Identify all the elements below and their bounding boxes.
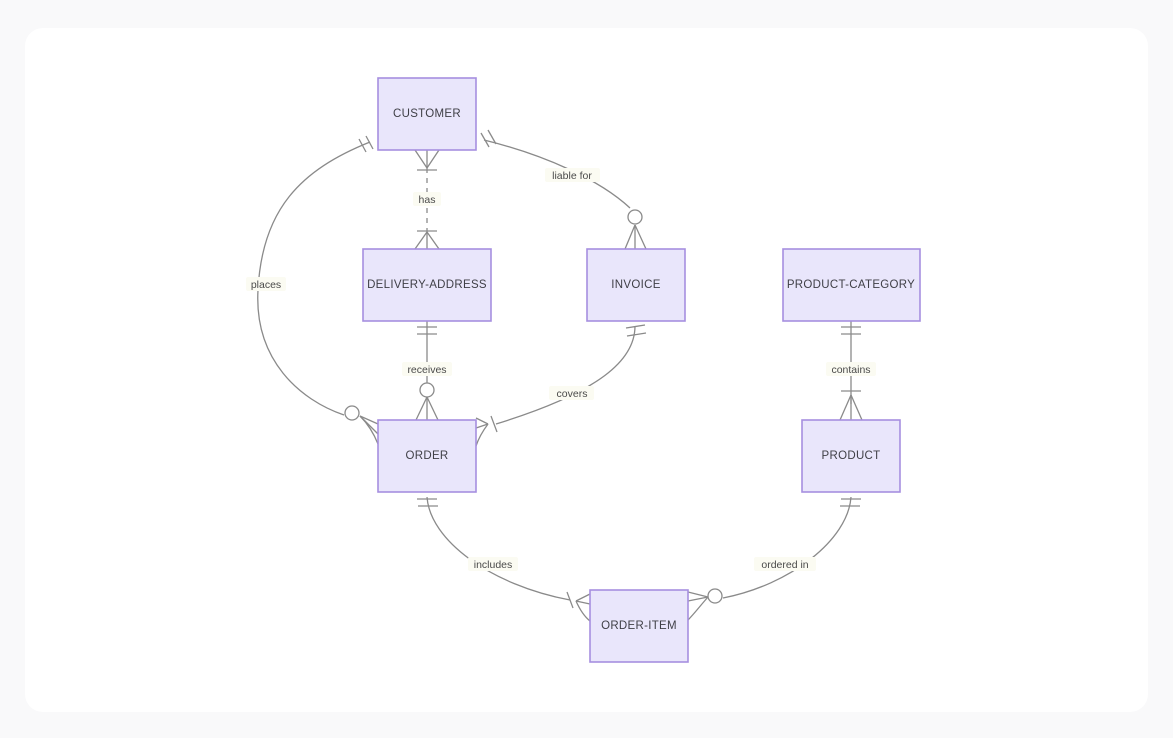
liable-for-marker-customer	[480, 129, 497, 148]
relationship-label-places: places	[251, 279, 281, 291]
entity-product-category[interactable]: PRODUCT-CATEGORY	[782, 248, 921, 322]
entity-invoice-box[interactable]	[586, 248, 686, 322]
covers-marker-invoice	[625, 324, 647, 337]
relationship-receives[interactable]	[415, 321, 439, 421]
relationship-label-includes: includes	[474, 559, 513, 571]
places-marker-customer	[358, 135, 374, 153]
entity-invoice-label: INVOICE	[611, 279, 660, 291]
includes-marker-order	[417, 498, 438, 507]
entity-delivery-address[interactable]: DELIVERY-ADDRESS	[362, 248, 492, 322]
entity-order-label: ORDER	[405, 450, 448, 462]
receives-marker-order	[415, 382, 439, 421]
contains-marker-product-category	[841, 326, 861, 335]
entity-delivery-address-box[interactable]	[362, 248, 492, 322]
has-marker-delivery-address	[414, 230, 440, 250]
covers-line	[495, 325, 636, 425]
entity-invoice[interactable]: INVOICE	[586, 248, 686, 322]
relationship-labels: places has liable for receives covers co…	[246, 168, 876, 571]
places-marker-order	[344, 405, 379, 445]
contains-marker-product	[839, 390, 863, 421]
diagram-card	[25, 28, 1148, 712]
relationship-contains[interactable]	[839, 321, 863, 421]
entity-order-box[interactable]	[377, 419, 477, 493]
entity-customer-label: CUSTOMER	[393, 108, 461, 120]
relationship-label-has: has	[419, 194, 436, 206]
entity-product-box[interactable]	[801, 419, 901, 493]
ordered-in-marker-product	[840, 498, 861, 507]
entity-product-category-box[interactable]	[782, 248, 921, 322]
relationship-covers[interactable]	[475, 324, 647, 447]
receives-marker-delivery-address	[417, 326, 437, 335]
entity-product-label: PRODUCT	[822, 450, 881, 462]
relationship-liable-for[interactable]	[480, 129, 647, 250]
relationship-label-ordered-in: ordered in	[761, 559, 808, 571]
relationship-label-contains: contains	[831, 364, 870, 376]
entity-order[interactable]: ORDER	[377, 419, 477, 493]
relationship-label-receives: receives	[407, 364, 446, 376]
ordered-in-line	[722, 496, 852, 599]
ordered-in-marker-order-item	[687, 588, 723, 621]
entity-customer-box[interactable]	[377, 77, 477, 151]
entity-order-item-box[interactable]	[589, 589, 689, 663]
entity-order-item[interactable]: ORDER-ITEM	[589, 589, 689, 663]
includes-marker-order-item	[566, 591, 591, 622]
entity-delivery-address-label: DELIVERY-ADDRESS	[367, 279, 487, 291]
entity-product[interactable]: PRODUCT	[801, 419, 901, 493]
relationship-label-covers: covers	[557, 388, 588, 400]
covers-marker-order	[475, 415, 498, 447]
entity-customer[interactable]: CUSTOMER	[377, 77, 477, 151]
includes-line	[426, 496, 571, 601]
has-marker-customer	[414, 149, 440, 171]
relationship-label-liable-for: liable for	[552, 170, 592, 182]
liable-for-marker-invoice	[624, 209, 647, 250]
entity-product-category-label: PRODUCT-CATEGORY	[787, 279, 915, 291]
entity-order-item-label: ORDER-ITEM	[601, 620, 677, 632]
